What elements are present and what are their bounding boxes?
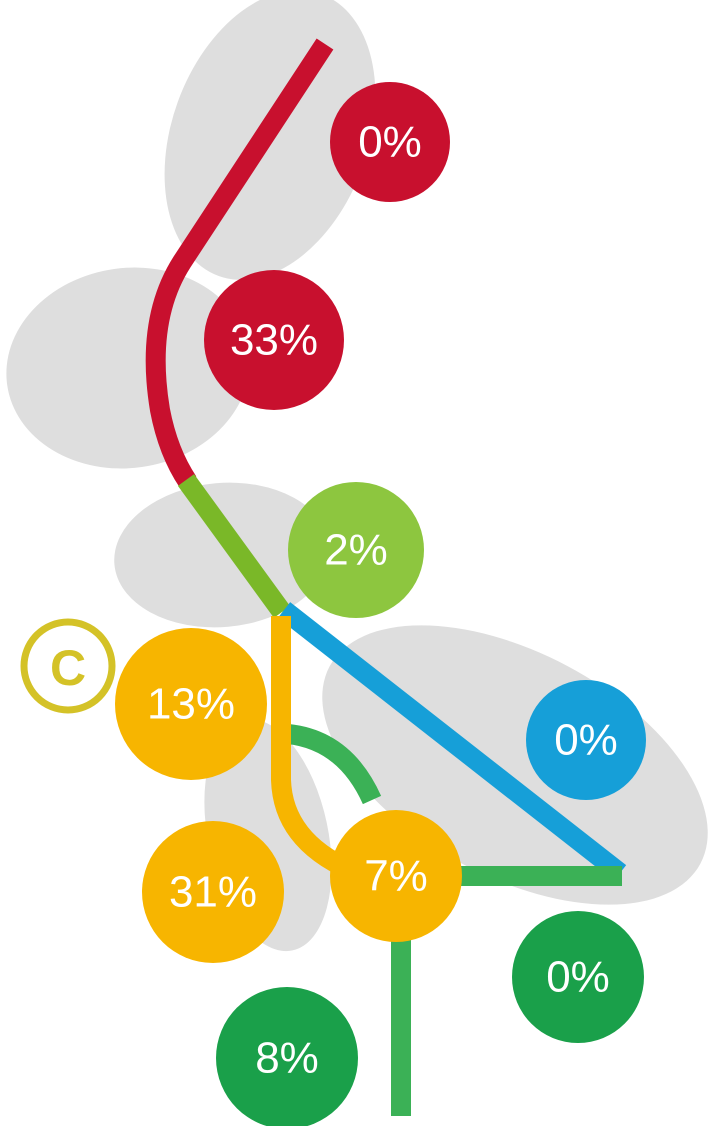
region-upper-left — [6, 267, 250, 469]
copyright-symbol: C — [50, 640, 86, 696]
badge-label: 2% — [324, 526, 388, 575]
badge-label: 7% — [364, 852, 428, 901]
badge-orange-7: 7% — [330, 810, 462, 942]
badge-red-mid: 33% — [204, 270, 344, 410]
badge-red-top: 0% — [330, 82, 450, 202]
copyright-mark: C — [20, 618, 116, 714]
badge-blue: 0% — [526, 680, 646, 800]
badge-label: 0% — [554, 716, 618, 765]
badge-label: 33% — [230, 316, 318, 365]
light-green-line — [177, 474, 291, 618]
badge-light-green: 2% — [288, 482, 424, 618]
blue-line — [277, 602, 627, 881]
badge-label: 31% — [169, 868, 257, 917]
route-lines — [145, 38, 627, 1116]
green-branch-line — [286, 724, 382, 805]
badge-green-right: 0% — [512, 911, 644, 1043]
badge-orange-13: 13% — [115, 628, 267, 780]
badge-label: 8% — [255, 1034, 319, 1083]
badge-label: 0% — [358, 118, 422, 167]
copyright-ring-icon — [20, 618, 116, 714]
badge-orange-31: 31% — [142, 821, 284, 963]
red-line — [145, 38, 334, 488]
badge-green-bottom: 8% — [216, 987, 358, 1126]
badge-label: 0% — [546, 953, 610, 1002]
percentage-badges: 0% 33% 2% 0% 13% 31% 7% 0% — [115, 82, 646, 1126]
badge-label: 13% — [147, 680, 235, 729]
